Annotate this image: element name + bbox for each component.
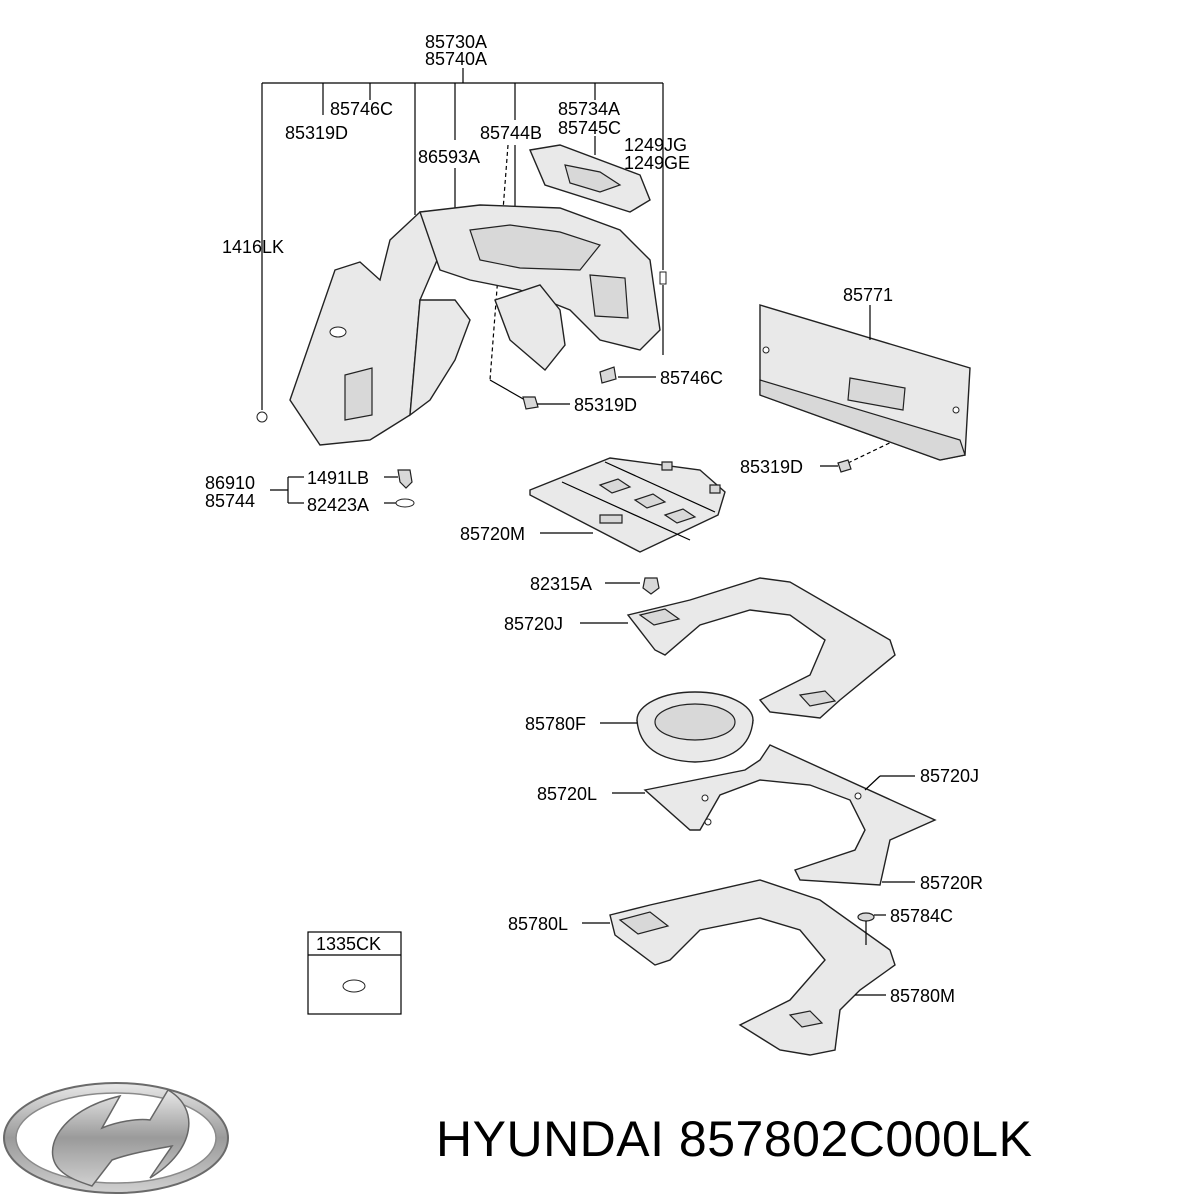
callout-85784C: 85784C: [890, 906, 953, 926]
callout-1491LB: 1491LB: [307, 468, 369, 488]
fasteners-top: [256, 271, 667, 423]
callout-1416LK: 1416LK: [222, 237, 284, 257]
callout-85744B: 85744B: [480, 123, 542, 143]
clip: [605, 577, 660, 595]
callout-86910: 86910: [205, 473, 255, 493]
callout-85745C: 85745C: [558, 118, 621, 138]
callout-85319D-mid: 85319D: [574, 395, 637, 415]
callout-85734A: 85734A: [558, 99, 620, 119]
callout-85720L: 85720L: [537, 784, 597, 804]
callout-85780L: 85780L: [508, 914, 568, 934]
fastener-group: [270, 469, 415, 508]
callout-85780M: 85780M: [890, 986, 955, 1006]
callout-labels: 85730A 85740A 85746C 85319D 85734A 85745…: [205, 32, 983, 1006]
callout-1249JG: 1249JG: [624, 135, 687, 155]
callout-85720J-bottom: 85720J: [920, 766, 979, 786]
rear-transverse-panel: [759, 304, 971, 473]
callout-85720M: 85720M: [460, 524, 525, 544]
callout-1335CK: 1335CK: [316, 934, 381, 954]
callout-85771: 85771: [843, 285, 893, 305]
top-leader-lines: [261, 68, 664, 410]
callout-85740A: 85740A: [425, 49, 487, 69]
callout-86593A: 86593A: [418, 147, 480, 167]
lower-tray: [582, 879, 896, 1056]
callout-85744: 85744: [205, 491, 255, 511]
callout-85720J-top: 85720J: [504, 614, 563, 634]
floor-covering: [612, 744, 937, 886]
callout-82423A: 82423A: [307, 495, 369, 515]
callout-85746C-mid: 85746C: [660, 368, 723, 388]
part-number-title: HYUNDAI 857802C000LK: [436, 1111, 1033, 1167]
callout-85319D-top: 85319D: [285, 123, 348, 143]
luggage-board: [529, 457, 726, 553]
quarter-trim-panel: [289, 144, 661, 446]
callout-85730A: 85730A: [425, 32, 487, 52]
callout-85319D-right: 85319D: [740, 457, 803, 477]
callout-85720R: 85720R: [920, 873, 983, 893]
plug-1335ck-box: [307, 931, 402, 1015]
callout-85746C-top: 85746C: [330, 99, 393, 119]
callout-85780F: 85780F: [525, 714, 586, 734]
hyundai-logo: [3, 1082, 229, 1194]
callout-82315A: 82315A: [530, 574, 592, 594]
tire-well: [600, 691, 754, 763]
upper-tray: [580, 577, 896, 719]
callout-1249GE: 1249GE: [624, 153, 690, 173]
